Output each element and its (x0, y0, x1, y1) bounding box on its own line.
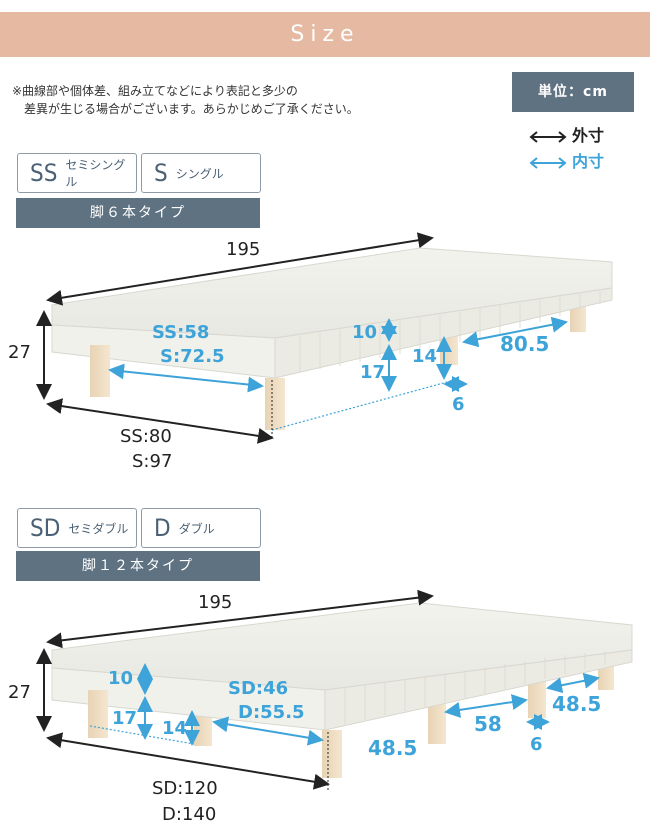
single-width-ss-label: SS:80 (120, 426, 172, 447)
bed-leg (88, 690, 108, 738)
double-arrow-black-icon (529, 130, 567, 143)
header-band (0, 12, 650, 57)
single-leg-height-label: 14 (412, 346, 438, 367)
size-label: セミシングル (65, 158, 126, 189)
size-code: S (154, 159, 168, 187)
single-width-s-label: S:97 (132, 451, 173, 472)
single-leg-span-label: 80.5 (500, 332, 550, 356)
leg-type-band-double: 脚１２本タイプ (16, 551, 260, 581)
size-tag-d: D ダブル (141, 508, 261, 548)
single-bed-illustration (36, 232, 613, 444)
double-mattress-label: 10 (108, 668, 134, 689)
single-inner-s-label: S:72.5 (160, 346, 225, 367)
legend-outer-label: 外寸 (572, 126, 605, 145)
size-label: シングル (175, 166, 224, 181)
single-leg-size-label: 6 (452, 394, 465, 415)
page-title: Size (290, 22, 360, 47)
double-length-label: 195 (198, 592, 233, 613)
legend-inner-label: 内寸 (572, 152, 605, 171)
leg-type-band-single: 脚６本タイプ (16, 198, 260, 228)
size-code: D (154, 514, 171, 542)
double-width-sd-label: SD:120 (152, 778, 218, 799)
double-leg-size-label: 6 (530, 734, 543, 755)
double-leg-height-label: 14 (162, 718, 188, 739)
size-code: SS (30, 159, 58, 187)
single-leg-clear-label: 17 (360, 362, 386, 383)
bed-leg (428, 700, 446, 744)
double-leg-clear-label: 17 (112, 708, 138, 729)
double-inner-sd-label: SD:46 (228, 678, 289, 699)
legend-inner: 内寸 (528, 148, 604, 172)
single-length-label: 195 (226, 239, 261, 260)
single-inner-ss-label: SS:58 (152, 322, 210, 343)
mattress-top (51, 247, 613, 339)
size-tag-ss: SS セミシングル (17, 153, 137, 193)
size-code: SD (30, 514, 61, 542)
unit-badge: 単位：cm (512, 72, 634, 112)
legend-outer: 外寸 (528, 122, 604, 146)
note-line-1: ※曲線部や個体差、組み立てなどにより表記と多少の (12, 84, 298, 98)
double-height-label: 27 (8, 682, 31, 703)
double-leg-span-1-label: 48.5 (368, 736, 418, 760)
double-leg-span-2-label: 58 (474, 712, 502, 736)
bed-leg (265, 378, 285, 430)
bed-leg (528, 678, 546, 718)
double-leg-span-3-label: 48.5 (552, 692, 602, 716)
single-height-label: 27 (8, 342, 31, 363)
size-label: セミダブル (68, 521, 129, 536)
double-inner-d-label: D:55.5 (238, 702, 305, 723)
size-label: ダブル (178, 521, 215, 536)
double-width-d-label: D:140 (162, 804, 217, 825)
double-arrow-blue-icon (529, 156, 567, 169)
note-line-2: 差異が生じる場合がございます。あらかじめご了承ください。 (24, 102, 359, 116)
size-tag-sd: SD セミダブル (17, 508, 137, 548)
bed-leg (322, 730, 342, 778)
single-mattress-label: 10 (352, 322, 378, 343)
double-bed-illustration (36, 589, 633, 792)
size-tag-s: S シングル (141, 153, 261, 193)
disclaimer-note: ※曲線部や個体差、組み立てなどにより表記と多少の 差異が生じる場合がございます。… (12, 82, 359, 118)
bed-leg (90, 345, 110, 397)
